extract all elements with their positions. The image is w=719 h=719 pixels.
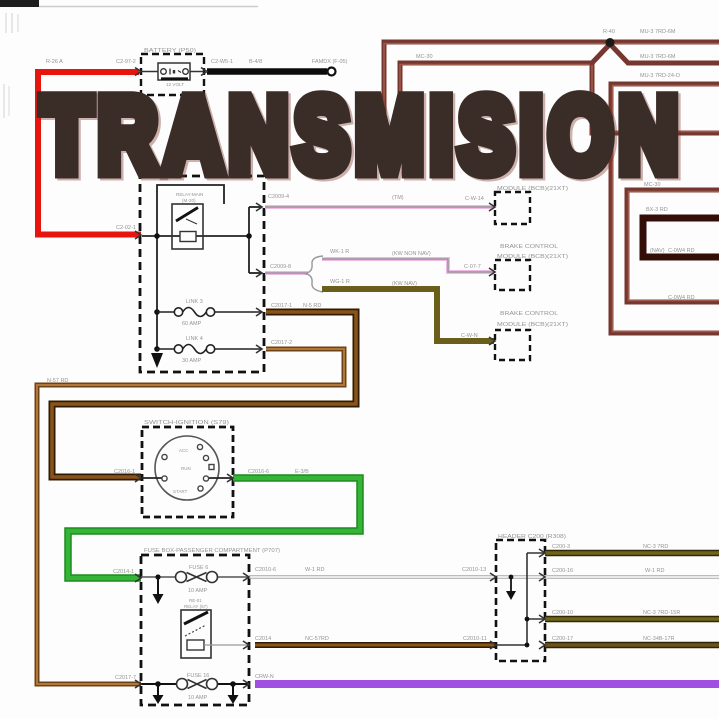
svg-text:START: START	[173, 489, 188, 494]
svg-text:(M-20): (M-20)	[182, 198, 196, 203]
svg-text:MODULE (BCB)(21XT): MODULE (BCB)(21XT)	[497, 186, 568, 192]
svg-text:(TM): (TM)	[392, 195, 404, 201]
svg-text:BRAKE CONTROL: BRAKE CONTROL	[500, 311, 558, 317]
svg-text:C-0W4 RD: C-0W4 RD	[668, 295, 695, 301]
svg-text:MODULE (BCB)(21XT): MODULE (BCB)(21XT)	[497, 322, 568, 328]
svg-text:RUN: RUN	[181, 466, 191, 471]
svg-text:TRANSMISION: TRANSMISION	[44, 78, 687, 195]
svg-text:RE-01: RE-01	[189, 598, 202, 603]
svg-text:R-26 A: R-26 A	[46, 59, 63, 65]
svg-text:C2010-11: C2010-11	[463, 636, 487, 642]
svg-text:MODULE (BCB)(21XT): MODULE (BCB)(21XT)	[497, 254, 568, 260]
svg-text:R-40: R-40	[603, 29, 615, 35]
svg-text:C200-17: C200-17	[552, 636, 573, 642]
svg-text:C2-97-2: C2-97-2	[116, 59, 136, 65]
svg-text:NC-34B-17R: NC-34B-17R	[643, 636, 675, 642]
svg-text:BX-3 RD: BX-3 RD	[646, 207, 668, 213]
svg-text:BRAKE CONTROL: BRAKE CONTROL	[500, 244, 558, 250]
svg-text:C2014-1: C2014-1	[113, 569, 134, 575]
svg-text:WK-1 R: WK-1 R	[330, 249, 349, 255]
svg-text:RELAY (57): RELAY (57)	[184, 604, 208, 609]
svg-text:N-57 RD: N-57 RD	[47, 378, 68, 384]
svg-text:FAMDX (F-05): FAMDX (F-05)	[312, 59, 348, 65]
svg-text:C-0W4 RD: C-0W4 RD	[668, 248, 695, 254]
svg-text:10 AMP: 10 AMP	[188, 695, 208, 701]
svg-text:N-5 RD: N-5 RD	[303, 303, 321, 309]
svg-text:CRW-N: CRW-N	[255, 674, 274, 680]
svg-text:10 AMP: 10 AMP	[188, 588, 208, 594]
svg-text:C2016-1: C2016-1	[114, 469, 135, 475]
svg-text:C-W-14: C-W-14	[465, 196, 484, 202]
svg-text:C200-3: C200-3	[552, 544, 570, 550]
svg-text:RELAY-MAIN: RELAY-MAIN	[176, 192, 203, 197]
svg-text:MC-30: MC-30	[644, 182, 661, 188]
svg-text:C-W-N: C-W-N	[461, 333, 478, 339]
svg-text:MC-30: MC-30	[416, 54, 433, 60]
svg-text:30 AMP: 30 AMP	[182, 358, 202, 364]
svg-text:C2014: C2014	[255, 636, 271, 642]
svg-text:FUSE BOX-PASSENGER COMPARTMENT: FUSE BOX-PASSENGER COMPARTMENT (P707)	[144, 548, 280, 554]
svg-text:MU-3 7RD-6M: MU-3 7RD-6M	[640, 29, 676, 35]
svg-text:SWITCH-IGNITION (S79): SWITCH-IGNITION (S79)	[144, 420, 229, 426]
svg-text:C2-W5-1: C2-W5-1	[211, 59, 233, 65]
svg-text:W-1 RD: W-1 RD	[305, 567, 324, 573]
svg-text:MU-3 7RD-24-O: MU-3 7RD-24-O	[640, 73, 681, 79]
svg-text:TRANSMISION: TRANSMISION	[42, 76, 685, 193]
svg-text:MU-3 7RD-6M: MU-3 7RD-6M	[640, 54, 676, 60]
svg-text:C2016-6: C2016-6	[248, 469, 269, 475]
svg-text:FUSE 6: FUSE 6	[189, 565, 208, 571]
svg-text:C2009-4: C2009-4	[268, 194, 289, 200]
svg-text:60 AMP: 60 AMP	[182, 321, 202, 327]
svg-text:C-07-7: C-07-7	[464, 264, 481, 270]
svg-text:FUSE 16: FUSE 16	[187, 673, 209, 679]
svg-text:C2017-2: C2017-2	[271, 340, 292, 346]
svg-text:C2010-6: C2010-6	[255, 567, 276, 573]
svg-text:(KW NAV): (KW NAV)	[392, 281, 417, 287]
svg-text:E-3/B: E-3/B	[295, 469, 309, 475]
svg-text:W-1 RD: W-1 RD	[645, 568, 664, 574]
svg-text:LINK 4: LINK 4	[186, 336, 203, 342]
svg-text:HEADER C200 (R308): HEADER C200 (R308)	[498, 534, 566, 540]
svg-text:C200-10: C200-10	[552, 610, 573, 616]
svg-text:C2009-8: C2009-8	[270, 264, 291, 270]
svg-text:12 VOLT: 12 VOLT	[166, 82, 184, 87]
svg-text:NC-3 7RD-15R: NC-3 7RD-15R	[643, 610, 680, 616]
svg-text:C2010-13: C2010-13	[462, 567, 486, 573]
svg-text:ACC: ACC	[179, 448, 189, 453]
svg-text:C2-02-1: C2-02-1	[116, 225, 136, 231]
svg-text:(NAV): (NAV)	[650, 248, 665, 254]
svg-text:WG-1 R: WG-1 R	[330, 279, 350, 285]
svg-text:(KW NON NAV): (KW NON NAV)	[392, 251, 431, 257]
svg-text:B-4/8: B-4/8	[249, 59, 262, 65]
svg-text:NC-3 7RD: NC-3 7RD	[643, 544, 668, 550]
svg-text:BATTERY (P50): BATTERY (P50)	[144, 48, 196, 54]
svg-text:LINK 3: LINK 3	[186, 299, 203, 305]
svg-text:C2017-7: C2017-7	[115, 675, 136, 681]
svg-text:C2017-1: C2017-1	[271, 303, 292, 309]
svg-text:NC-57RD: NC-57RD	[305, 636, 329, 642]
svg-text:C200-16: C200-16	[552, 568, 573, 574]
